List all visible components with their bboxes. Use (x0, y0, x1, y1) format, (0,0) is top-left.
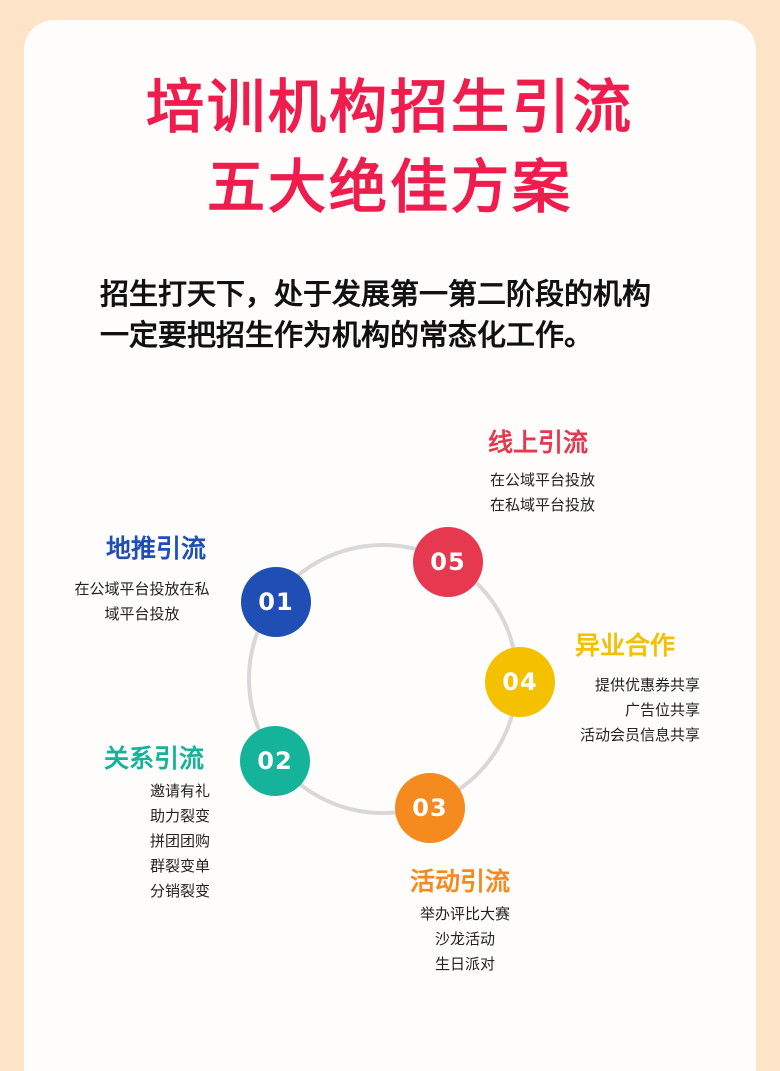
node-05-circle: 05 (413, 527, 483, 597)
node-04-item: 广告位共享 (624, 701, 700, 719)
intro-line-2: 一定要把招生作为机构的常态化工作。 (100, 318, 594, 352)
node-02-item: 分销裂变 (149, 882, 210, 900)
node-05-heading: 线上引流 (488, 428, 589, 457)
node-02-item: 群裂变单 (149, 857, 210, 875)
node-01-item: 在公域平台投放在私 (74, 580, 210, 598)
node-04-item: 活动会员信息共享 (579, 726, 700, 744)
title-line-1: 培训机构招生引流 (145, 73, 634, 141)
node-02-item: 拼团团购 (149, 832, 210, 850)
node-03-item: 生日派对 (434, 955, 495, 973)
node-03-item: 沙龙活动 (434, 930, 495, 948)
node-01-heading: 地推引流 (106, 534, 207, 563)
node-05-item: 在私域平台投放 (490, 496, 596, 514)
intro-line-1: 招生打天下，处于发展第一第二阶段的机构 (100, 277, 652, 311)
node-02-circle: 02 (240, 726, 310, 796)
title-line-2: 五大绝佳方案 (206, 153, 573, 221)
node-01-desc: 在公域平台投放在私 域平台投放 (68, 577, 216, 627)
node-04-desc: 提供优惠券共享 广告位共享 活动会员信息共享 (566, 673, 700, 748)
node-03-item: 举办评比大赛 (419, 905, 510, 923)
node-01-item: 域平台投放 (104, 605, 180, 623)
node-02-heading: 关系引流 (104, 744, 205, 773)
node-04-item: 提供优惠券共享 (594, 676, 700, 694)
node-05-desc: 在公域平台投放 在私域平台投放 (490, 468, 595, 518)
node-03-heading: 活动引流 (410, 867, 511, 896)
node-02-item: 助力裂变 (149, 807, 210, 825)
node-02-item: 邀请有礼 (149, 782, 210, 800)
node-04-circle: 04 (485, 647, 555, 717)
node-03-circle: 03 (395, 773, 465, 843)
node-01-circle: 01 (241, 567, 311, 637)
node-03-desc: 举办评比大赛 沙龙活动 生日派对 (400, 902, 530, 977)
node-04-heading: 异业合作 (575, 631, 676, 660)
node-02-desc: 邀请有礼 助力裂变 拼团团购 群裂变单 分销裂变 (110, 779, 210, 904)
node-05-item: 在公域平台投放 (490, 471, 596, 489)
